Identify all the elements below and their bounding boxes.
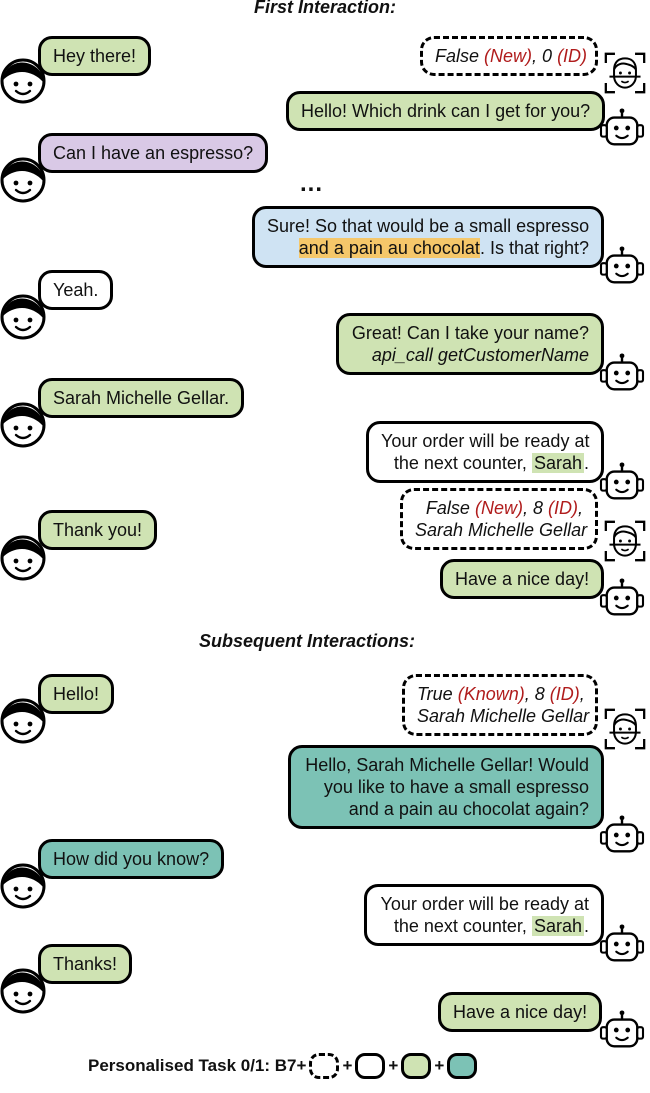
name-highlight: Sarah (531, 453, 584, 473)
user-avatar-icon (0, 58, 46, 104)
robot-icon (598, 246, 646, 288)
id-status: (Known) (457, 684, 525, 704)
api-call-text: api_call getCustomerName (371, 345, 589, 365)
confirm-line1: Sure! So that would be a small espresso (267, 216, 590, 236)
user-bubble-thanks: Thanks! (38, 944, 133, 984)
ellipsis: ... (300, 170, 324, 197)
id3-line1: True (Known), 8 (ID), (417, 683, 585, 705)
order-ready-line2: the next counter, Sarah. (381, 452, 589, 474)
robot-icon (598, 462, 646, 504)
user-bubble-espresso: Can I have an espresso? (38, 133, 269, 173)
robot-icon (598, 1010, 646, 1052)
id-comma: , (579, 684, 585, 704)
identity-box-new-8: False (New), 8 (ID), Sarah Michelle Gell… (400, 488, 598, 550)
subsequent-interactions-title: Subsequent Interactions: (198, 631, 416, 651)
greeting-line1: Hello, Sarah Michelle Gellar! Would (305, 755, 589, 775)
id-label: (ID) (547, 498, 578, 518)
order-ready-pre: the next counter, (393, 453, 532, 473)
id-label: (ID) (557, 46, 588, 66)
robot-bubble-personalised-greeting: Hello, Sarah Michelle Gellar! Would you … (288, 745, 604, 829)
confirm-highlight: and a pain au chocolat (298, 238, 480, 258)
user-avatar-icon (0, 535, 46, 581)
id-name: Sarah Michelle Gellar (417, 706, 590, 726)
robot-bubble-ask-name: Great! Can I take your name? api_call ge… (336, 313, 604, 375)
user-bubble-name: Sarah Michelle Gellar. (38, 378, 245, 418)
confirm-rest: . Is that right? (479, 238, 589, 258)
robot-bubble-nice-day-2: Have a nice day! (438, 992, 603, 1032)
greeting-line3: and a pain au chocolat again? (348, 799, 589, 819)
robot-bubble-order-ready: Your order will be ready at the next cou… (366, 421, 604, 483)
legend-teal-bubble-icon (447, 1053, 478, 1079)
user-bubble-hello: Hello! (38, 674, 115, 714)
identity-box-new-0: False (New), 0 (ID) (420, 36, 598, 76)
face-recognition-icon (604, 52, 646, 94)
user-avatar-icon (0, 698, 46, 744)
user-bubble-hey-there: Hey there! (38, 36, 152, 76)
legend-green-bubble-icon (401, 1053, 432, 1079)
id-status: (New) (484, 46, 533, 66)
user-bubble-how-did-you-know: How did you know? (38, 839, 225, 879)
order-ready-post: . (583, 916, 589, 936)
name-highlight: Sarah (531, 916, 584, 936)
plus-3: + (434, 1056, 445, 1075)
robot-icon (598, 815, 646, 857)
id-bool: False (425, 498, 470, 518)
user-bubble-thank-you: Thank you! (38, 510, 158, 550)
id-name: Sarah Michelle Gellar (415, 520, 588, 540)
first-interaction-title: First Interaction: (253, 0, 396, 17)
id-bool: True (417, 684, 453, 704)
plus-1: + (342, 1056, 353, 1075)
id2-line1: False (New), 8 (ID), (415, 497, 583, 519)
id-num: , 8 (522, 498, 543, 518)
footer-legend: Personalised Task 0/1: B7+ + + + (88, 1053, 478, 1079)
robot-bubble-greeting: Hello! Which drink can I get for you? (286, 91, 606, 131)
legend-white-bubble-icon (355, 1053, 386, 1079)
footer-label: Personalised Task 0/1: B7+ (88, 1056, 307, 1075)
robot-icon (598, 578, 646, 620)
user-avatar-icon (0, 863, 46, 909)
legend-dashed-bubble-icon (309, 1053, 340, 1079)
order-ready-line1: Your order will be ready at (380, 894, 589, 914)
greeting-line2: you like to have a small espresso (323, 777, 589, 797)
robot-icon (598, 924, 646, 966)
face-recognition-icon (604, 708, 646, 750)
user-avatar-icon (0, 402, 46, 448)
identity-box-known-8: True (Known), 8 (ID), Sarah Michelle Gel… (402, 674, 598, 736)
plus-2: + (388, 1056, 399, 1075)
id-status: (New) (474, 498, 523, 518)
user-bubble-yeah: Yeah. (38, 270, 114, 310)
ask-name-line1: Great! Can I take your name? (351, 323, 589, 343)
user-avatar-icon (0, 968, 46, 1014)
robot-icon (598, 353, 646, 395)
id-comma: , (577, 498, 583, 518)
order-ready-pre: the next counter, (393, 916, 532, 936)
id-num: , 8 (524, 684, 545, 704)
user-avatar-icon (0, 157, 46, 203)
user-avatar-icon (0, 294, 46, 340)
id-bool: False (435, 46, 480, 66)
confirm-line2: and a pain au chocolat. Is that right? (267, 237, 589, 259)
robot-bubble-nice-day: Have a nice day! (440, 559, 605, 599)
robot-icon (598, 108, 646, 150)
id-num: , 0 (532, 46, 553, 66)
order-ready-line1: Your order will be ready at (381, 431, 590, 451)
order-ready-line2: the next counter, Sarah. (379, 915, 589, 937)
order-ready-post: . (583, 453, 589, 473)
face-recognition-icon (604, 520, 646, 562)
id-label: (ID) (549, 684, 580, 704)
robot-bubble-order-ready-2: Your order will be ready at the next cou… (364, 884, 604, 946)
robot-bubble-confirm-order: Sure! So that would be a small espresso … (252, 206, 604, 268)
